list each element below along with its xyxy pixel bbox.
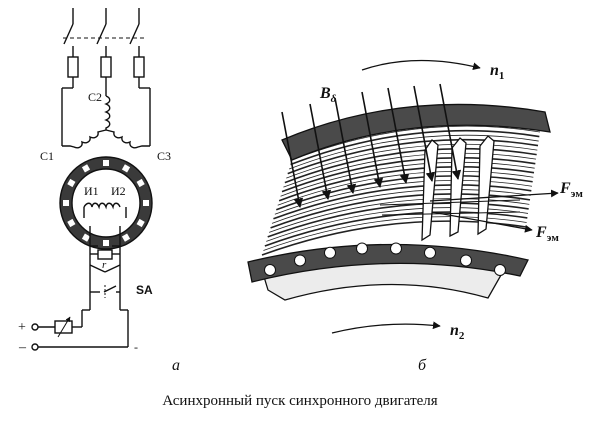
lamination-sheet bbox=[267, 202, 529, 238]
force-label-lower: Fэм bbox=[535, 224, 559, 244]
flux-arrow bbox=[309, 103, 332, 200]
lamination-sheet bbox=[283, 152, 537, 188]
terminal-c3: С3 bbox=[157, 149, 171, 163]
stator-slot bbox=[136, 218, 145, 228]
lamination-sheet bbox=[273, 184, 532, 220]
panel-a-labels: С2 С1 С3 И1 И2 r SA + – - а bbox=[18, 90, 180, 374]
terminal-c2: С2 bbox=[88, 90, 102, 104]
ring-hole bbox=[324, 246, 336, 259]
stator-slot bbox=[143, 200, 149, 206]
flux-arrow bbox=[334, 97, 357, 194]
dc-supply bbox=[31, 304, 129, 351]
lamination-sheet bbox=[281, 156, 536, 193]
bottom-ring-holes bbox=[264, 242, 506, 276]
ring-hole bbox=[424, 246, 436, 259]
figure-caption: Асинхронный пуск синхронного двигателя bbox=[162, 393, 438, 409]
panel-a-schematic bbox=[31, 8, 153, 351]
lamination-sheet bbox=[287, 138, 539, 175]
stator-slot bbox=[136, 178, 145, 188]
lamination-sheet bbox=[278, 166, 535, 202]
stator-slot bbox=[81, 164, 91, 173]
stator-slot bbox=[67, 218, 76, 228]
dc-plus-label: + bbox=[18, 320, 26, 335]
stator-slots bbox=[63, 160, 149, 246]
lamination-sheet bbox=[286, 143, 538, 179]
lamination-sheet bbox=[280, 161, 535, 197]
speed-bottom-label: n2 bbox=[450, 322, 465, 342]
flux-arrow bbox=[281, 111, 304, 208]
flux-arrow bbox=[387, 87, 410, 184]
flux-arrows bbox=[281, 83, 462, 208]
ring-hole bbox=[294, 254, 306, 267]
supply-lines bbox=[63, 8, 145, 57]
stator-slot bbox=[121, 164, 131, 173]
ring-hole bbox=[390, 242, 402, 255]
terminal-c1: С1 bbox=[40, 149, 54, 163]
speed-top-label: n1 bbox=[490, 62, 504, 82]
lamination-sheet bbox=[284, 147, 537, 184]
ring-hole bbox=[264, 264, 276, 276]
lamination-sheet bbox=[263, 216, 527, 251]
lamination-sheet bbox=[291, 125, 541, 161]
speed-arrow-bottom bbox=[331, 321, 441, 334]
terminal-i1: И1 bbox=[84, 184, 99, 198]
force-arrow-lower bbox=[431, 211, 533, 233]
force-label-upper: Fэм bbox=[559, 180, 583, 200]
flux-arrow bbox=[361, 91, 384, 188]
ring-hole bbox=[460, 254, 472, 267]
resistor-label: r bbox=[102, 259, 107, 271]
panel-b-letter: б bbox=[418, 357, 427, 374]
stator-slot bbox=[81, 233, 91, 242]
bottom-end-ring bbox=[247, 243, 529, 283]
panel-b-labels: Bδ n1 n2 Fэм Fэм б bbox=[319, 62, 583, 374]
stator-slot bbox=[103, 240, 109, 246]
stator-ring bbox=[59, 156, 153, 250]
flux-label: Bδ bbox=[319, 85, 337, 105]
damper-bars bbox=[379, 135, 521, 242]
discharge-resistor bbox=[89, 245, 121, 273]
lamination-sheet bbox=[270, 193, 531, 229]
lamination-sheet bbox=[271, 189, 531, 224]
lamination-sheet bbox=[290, 129, 540, 166]
lamination-sheet bbox=[266, 207, 529, 242]
switch-sa-label: SA bbox=[136, 283, 153, 297]
speed-arrow-top bbox=[361, 59, 481, 71]
switch-sa bbox=[89, 280, 121, 304]
panel-a-letter: а bbox=[172, 357, 180, 374]
stator-winding-star bbox=[62, 95, 150, 149]
ring-hole bbox=[494, 264, 506, 276]
dc-minus-label: – bbox=[18, 340, 27, 355]
fuses bbox=[67, 56, 145, 78]
stator-slot bbox=[103, 160, 109, 166]
ring-hole bbox=[356, 242, 368, 255]
terminal-i2: И2 bbox=[111, 184, 126, 198]
stator-slot bbox=[63, 200, 69, 206]
flux-arrow bbox=[413, 85, 436, 182]
force-arrow-upper bbox=[429, 189, 559, 202]
stator-slot bbox=[121, 233, 131, 242]
trailing-mark: - bbox=[134, 340, 138, 354]
stator-slot bbox=[67, 178, 76, 188]
panel-b-rotor-segment bbox=[247, 59, 559, 334]
flux-arrow bbox=[439, 83, 462, 180]
